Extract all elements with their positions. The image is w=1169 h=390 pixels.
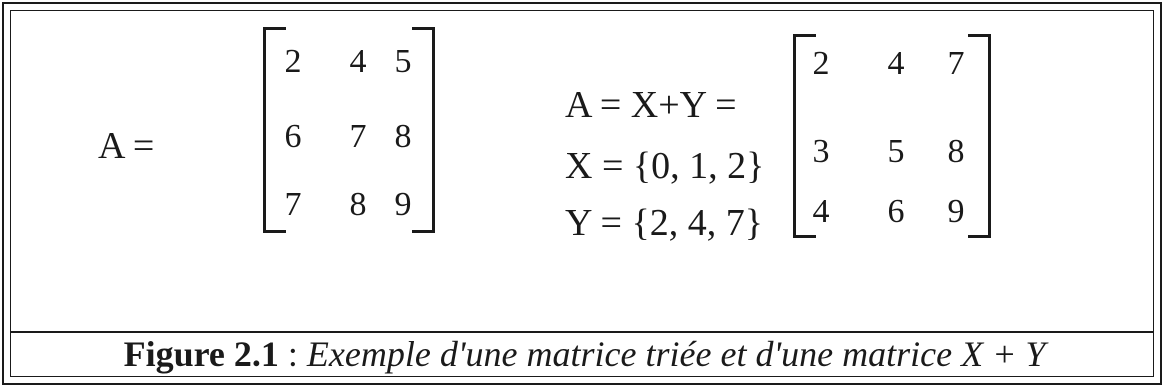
matrix-xy-cell: 8 [947,133,965,170]
x-set: X = {0, 1, 2} [565,145,765,187]
matrix-a-cell: 2 [284,43,302,80]
figure-frame [2,2,1162,385]
matrix-xy-cell: 9 [947,193,965,230]
matrix-xy-left-bracket [793,34,816,238]
matrix-a-right-bracket [412,27,435,233]
matrix-xy-cell: 6 [887,193,905,230]
matrix-a-cell: 4 [349,43,367,80]
matrix-xy-cell: 3 [812,133,830,170]
figure-inner-border [10,10,1154,377]
matrix-a-left-bracket [263,27,286,233]
matrix-a-cell: 8 [394,118,412,155]
matrix-xy-cell: 4 [812,193,830,230]
matrix-a-cell: 7 [284,186,302,223]
y-set: Y = {2, 4, 7} [565,202,763,244]
matrix-a-cell: 7 [349,118,367,155]
matrix-xy-cell: 7 [947,45,965,82]
matrix-a-cell: 9 [394,186,412,223]
caption-label: Figure 2.1 [123,334,279,374]
matrix-xy-cell: 2 [812,45,830,82]
sum-equation: A = X+Y = [565,84,737,126]
matrix-a-cell: 8 [349,186,367,223]
caption-text: Exemple d'une matrice triée et d'une mat… [306,334,1046,374]
caption-divider [11,331,1153,333]
figure-caption: Figure 2.1 : Exemple d'une matrice triée… [0,336,1169,372]
caption-separator: : [278,334,307,374]
matrix-a-label: A = [98,125,155,167]
matrix-xy-cell: 5 [887,133,905,170]
matrix-a-cell: 6 [284,118,302,155]
matrix-xy-right-bracket [968,34,991,238]
matrix-a-cell: 5 [394,43,412,80]
matrix-xy-cell: 4 [887,45,905,82]
